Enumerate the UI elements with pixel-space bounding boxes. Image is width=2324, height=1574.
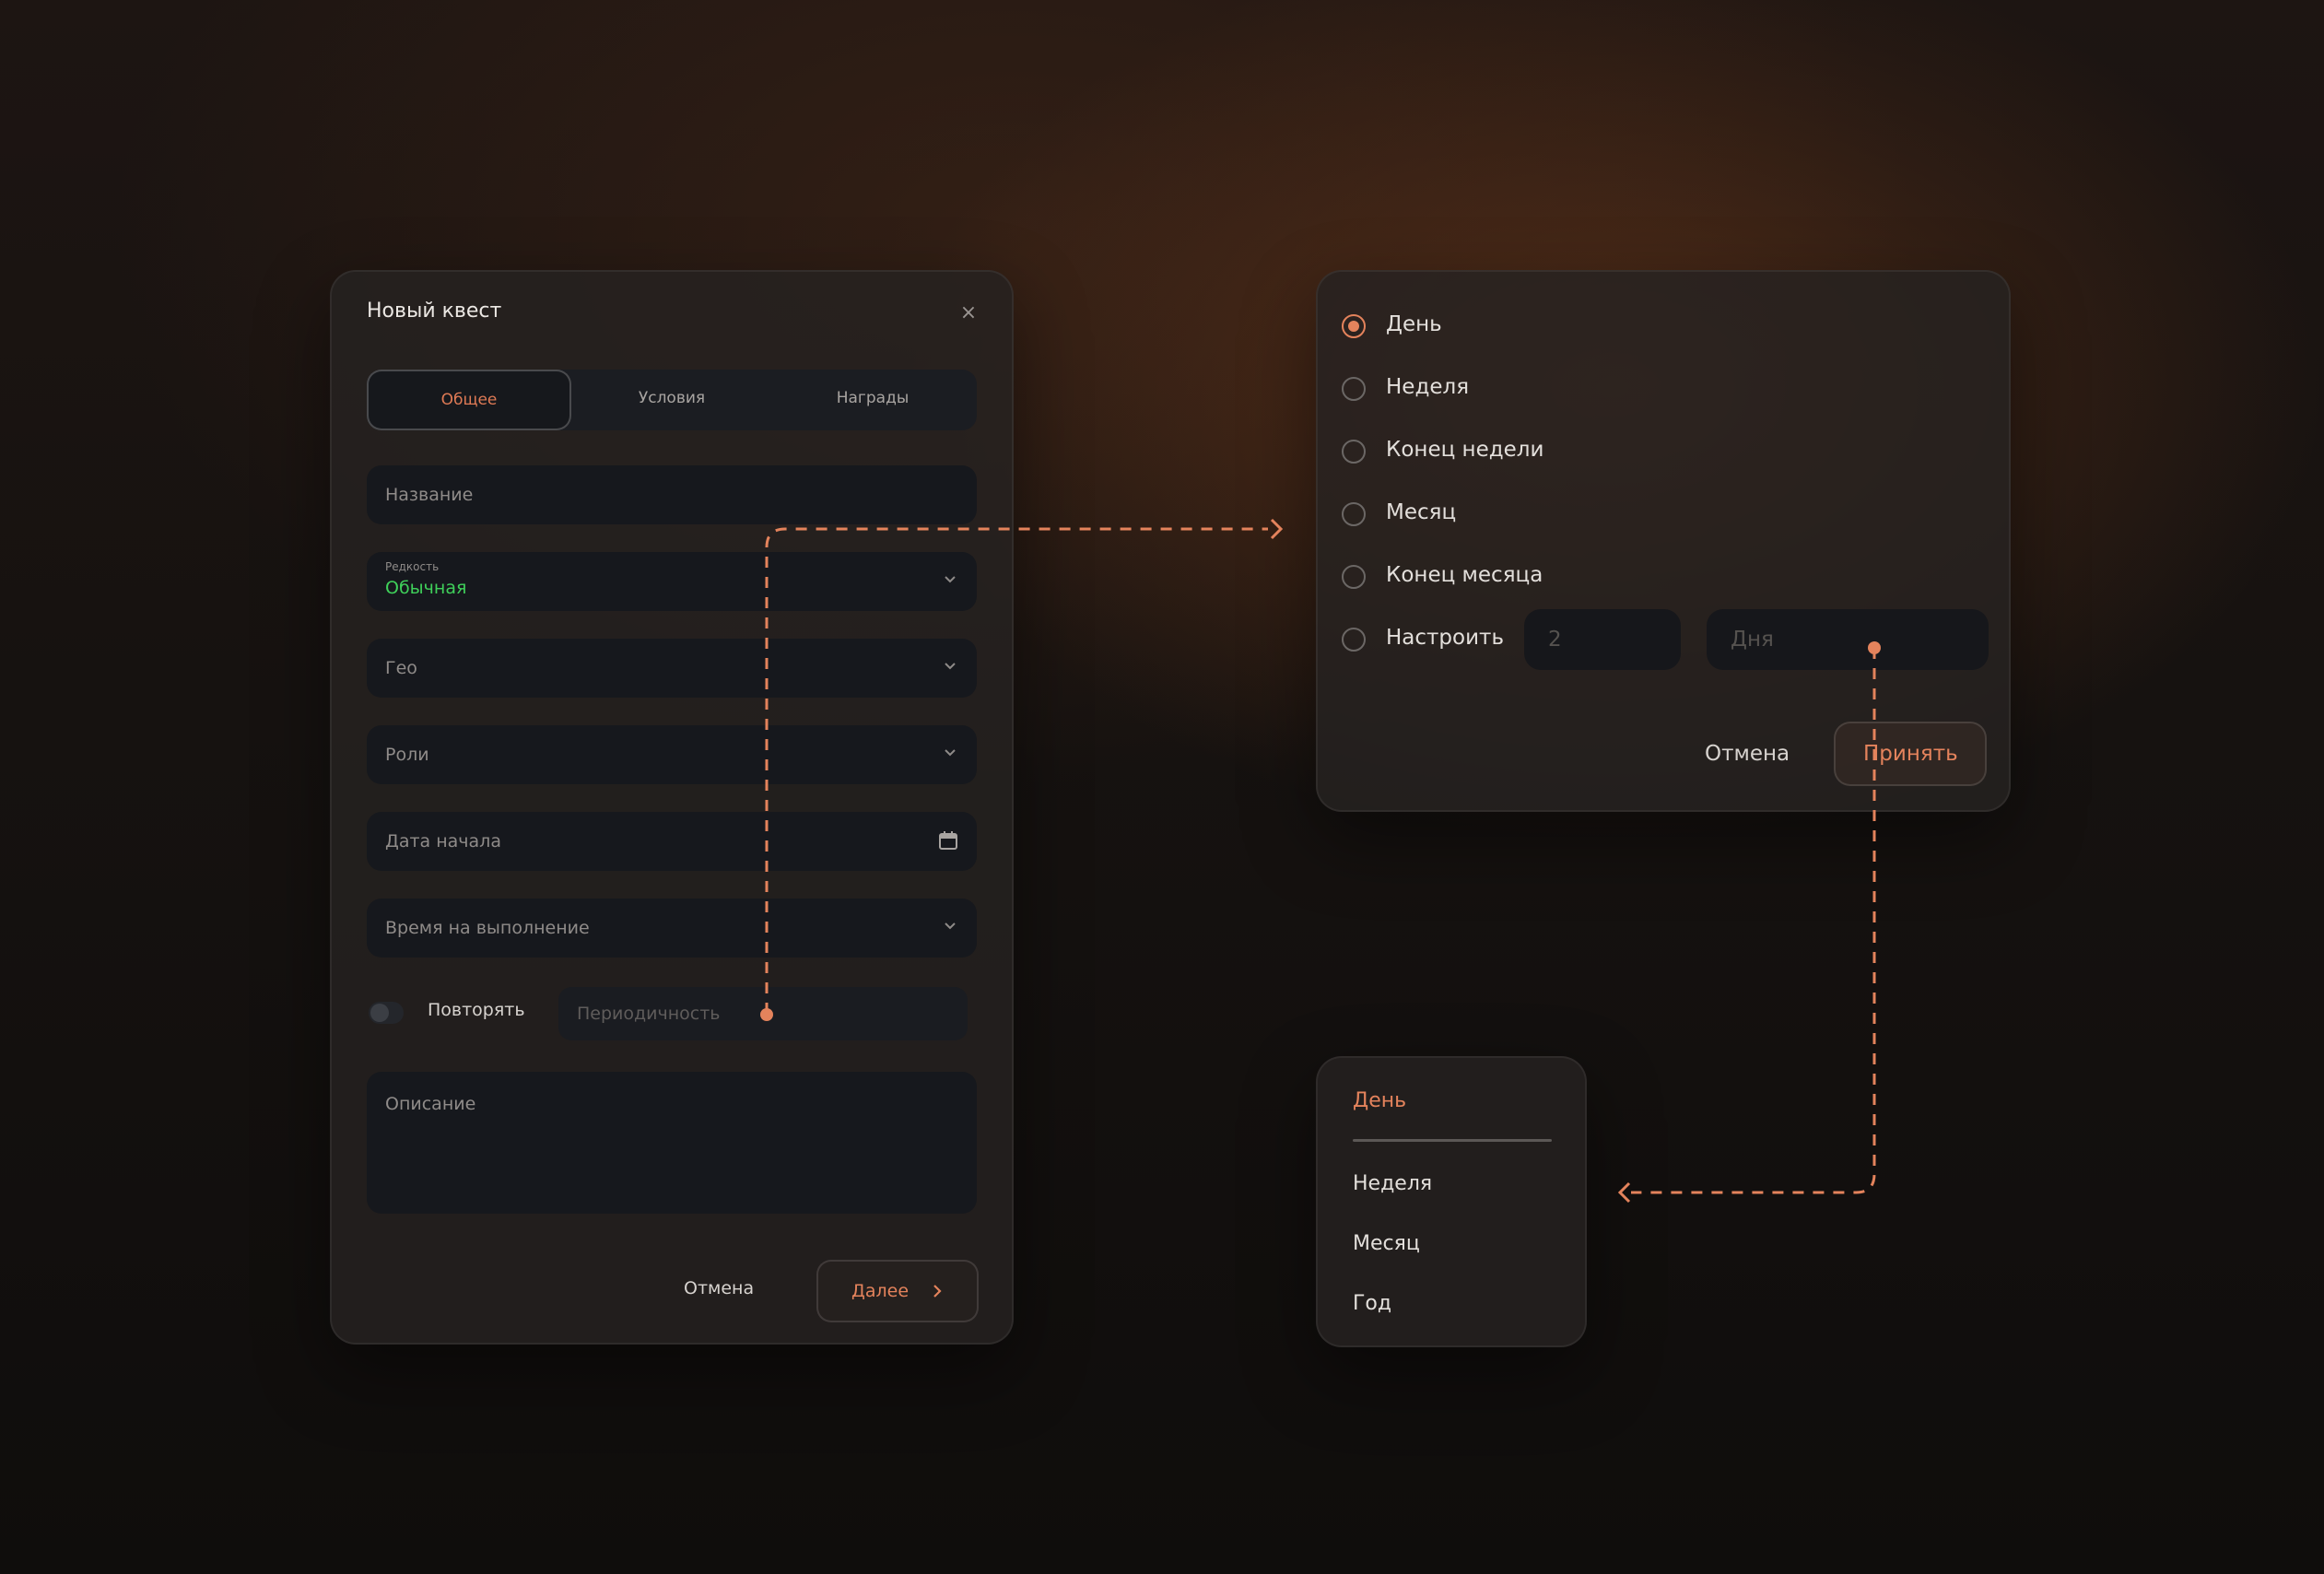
description-input[interactable]: Описание xyxy=(367,1072,977,1214)
periodicity-placeholder: Периодичность xyxy=(577,1004,721,1024)
option-label: День xyxy=(1386,312,1442,336)
rarity-select[interactable]: Редкость Обычная xyxy=(367,552,977,611)
dialog-title: Новый квест xyxy=(367,300,502,323)
radio-button[interactable] xyxy=(1342,565,1366,589)
calendar-icon[interactable] xyxy=(938,830,958,851)
option-label: Неделя xyxy=(1386,375,1470,399)
geo-select[interactable]: Гео xyxy=(367,639,977,698)
periodicity-dialog: День Неделя Конец недели Месяц Конец мес… xyxy=(1316,270,2011,812)
repeat-label: Повторять xyxy=(428,1000,525,1020)
start-date-placeholder: Дата начала xyxy=(385,831,501,852)
radio-button[interactable] xyxy=(1342,440,1366,464)
custom-unit-select[interactable]: Дня xyxy=(1707,609,1989,670)
close-icon[interactable]: × xyxy=(959,301,978,324)
repeat-toggle[interactable] xyxy=(369,1002,404,1024)
custom-count-input[interactable]: 2 xyxy=(1524,609,1681,670)
option-label: Конец месяца xyxy=(1386,563,1543,587)
duration-placeholder: Время на выполнение xyxy=(385,918,590,938)
rarity-label: Редкость xyxy=(385,560,440,573)
accept-button-label: Принять xyxy=(1863,742,1958,766)
dropdown-item-year[interactable]: Год xyxy=(1353,1292,1392,1315)
chevron-right-icon xyxy=(933,1285,942,1298)
radio-button[interactable] xyxy=(1342,628,1366,652)
dropdown-item-week[interactable]: Неделя xyxy=(1353,1172,1433,1195)
unit-dropdown: День Неделя Месяц Год xyxy=(1316,1056,1587,1347)
description-placeholder: Описание xyxy=(385,1094,476,1114)
option-label: Настроить xyxy=(1386,626,1505,650)
radio-button[interactable] xyxy=(1342,314,1366,338)
accept-button[interactable]: Принять xyxy=(1834,722,1987,786)
next-button[interactable]: Далее xyxy=(816,1260,979,1322)
start-date-input[interactable]: Дата начала xyxy=(367,812,977,871)
tab-general[interactable]: Общее xyxy=(367,370,571,430)
chevron-down-icon xyxy=(945,663,956,670)
arrow-right-icon xyxy=(1270,518,1284,540)
roles-select[interactable]: Роли xyxy=(367,725,977,784)
new-quest-dialog: Новый квест × Общее Условия Награды Назв… xyxy=(330,270,1014,1345)
tab-conditions[interactable]: Условия xyxy=(638,389,706,407)
tab-bar: Общее Условия Награды xyxy=(367,370,977,430)
geo-placeholder: Гео xyxy=(385,658,417,678)
option-label: Месяц xyxy=(1386,500,1457,524)
radio-button[interactable] xyxy=(1342,377,1366,401)
option-label: Конец недели xyxy=(1386,438,1544,462)
chevron-down-icon xyxy=(945,749,956,757)
dropdown-selected-item[interactable]: День xyxy=(1353,1089,1407,1112)
custom-unit-placeholder: Дня xyxy=(1731,628,1774,652)
name-placeholder: Название xyxy=(385,485,474,505)
next-button-label: Далее xyxy=(851,1281,910,1301)
name-input[interactable]: Название xyxy=(367,465,977,524)
cancel-button[interactable]: Отмена xyxy=(1705,742,1790,766)
radio-button[interactable] xyxy=(1342,502,1366,526)
periodicity-input[interactable]: Периодичность xyxy=(558,987,968,1040)
tab-rewards[interactable]: Награды xyxy=(836,389,910,407)
dropdown-item-month[interactable]: Месяц xyxy=(1353,1232,1420,1255)
duration-select[interactable]: Время на выполнение xyxy=(367,899,977,957)
custom-count-placeholder: 2 xyxy=(1548,628,1562,652)
roles-placeholder: Роли xyxy=(385,745,429,765)
divider xyxy=(1353,1139,1552,1142)
cancel-button[interactable]: Отмена xyxy=(684,1278,755,1298)
chevron-down-icon xyxy=(945,922,956,930)
arrow-left-icon xyxy=(1617,1181,1631,1204)
chevron-down-icon xyxy=(945,576,956,583)
rarity-value: Обычная xyxy=(385,578,467,598)
